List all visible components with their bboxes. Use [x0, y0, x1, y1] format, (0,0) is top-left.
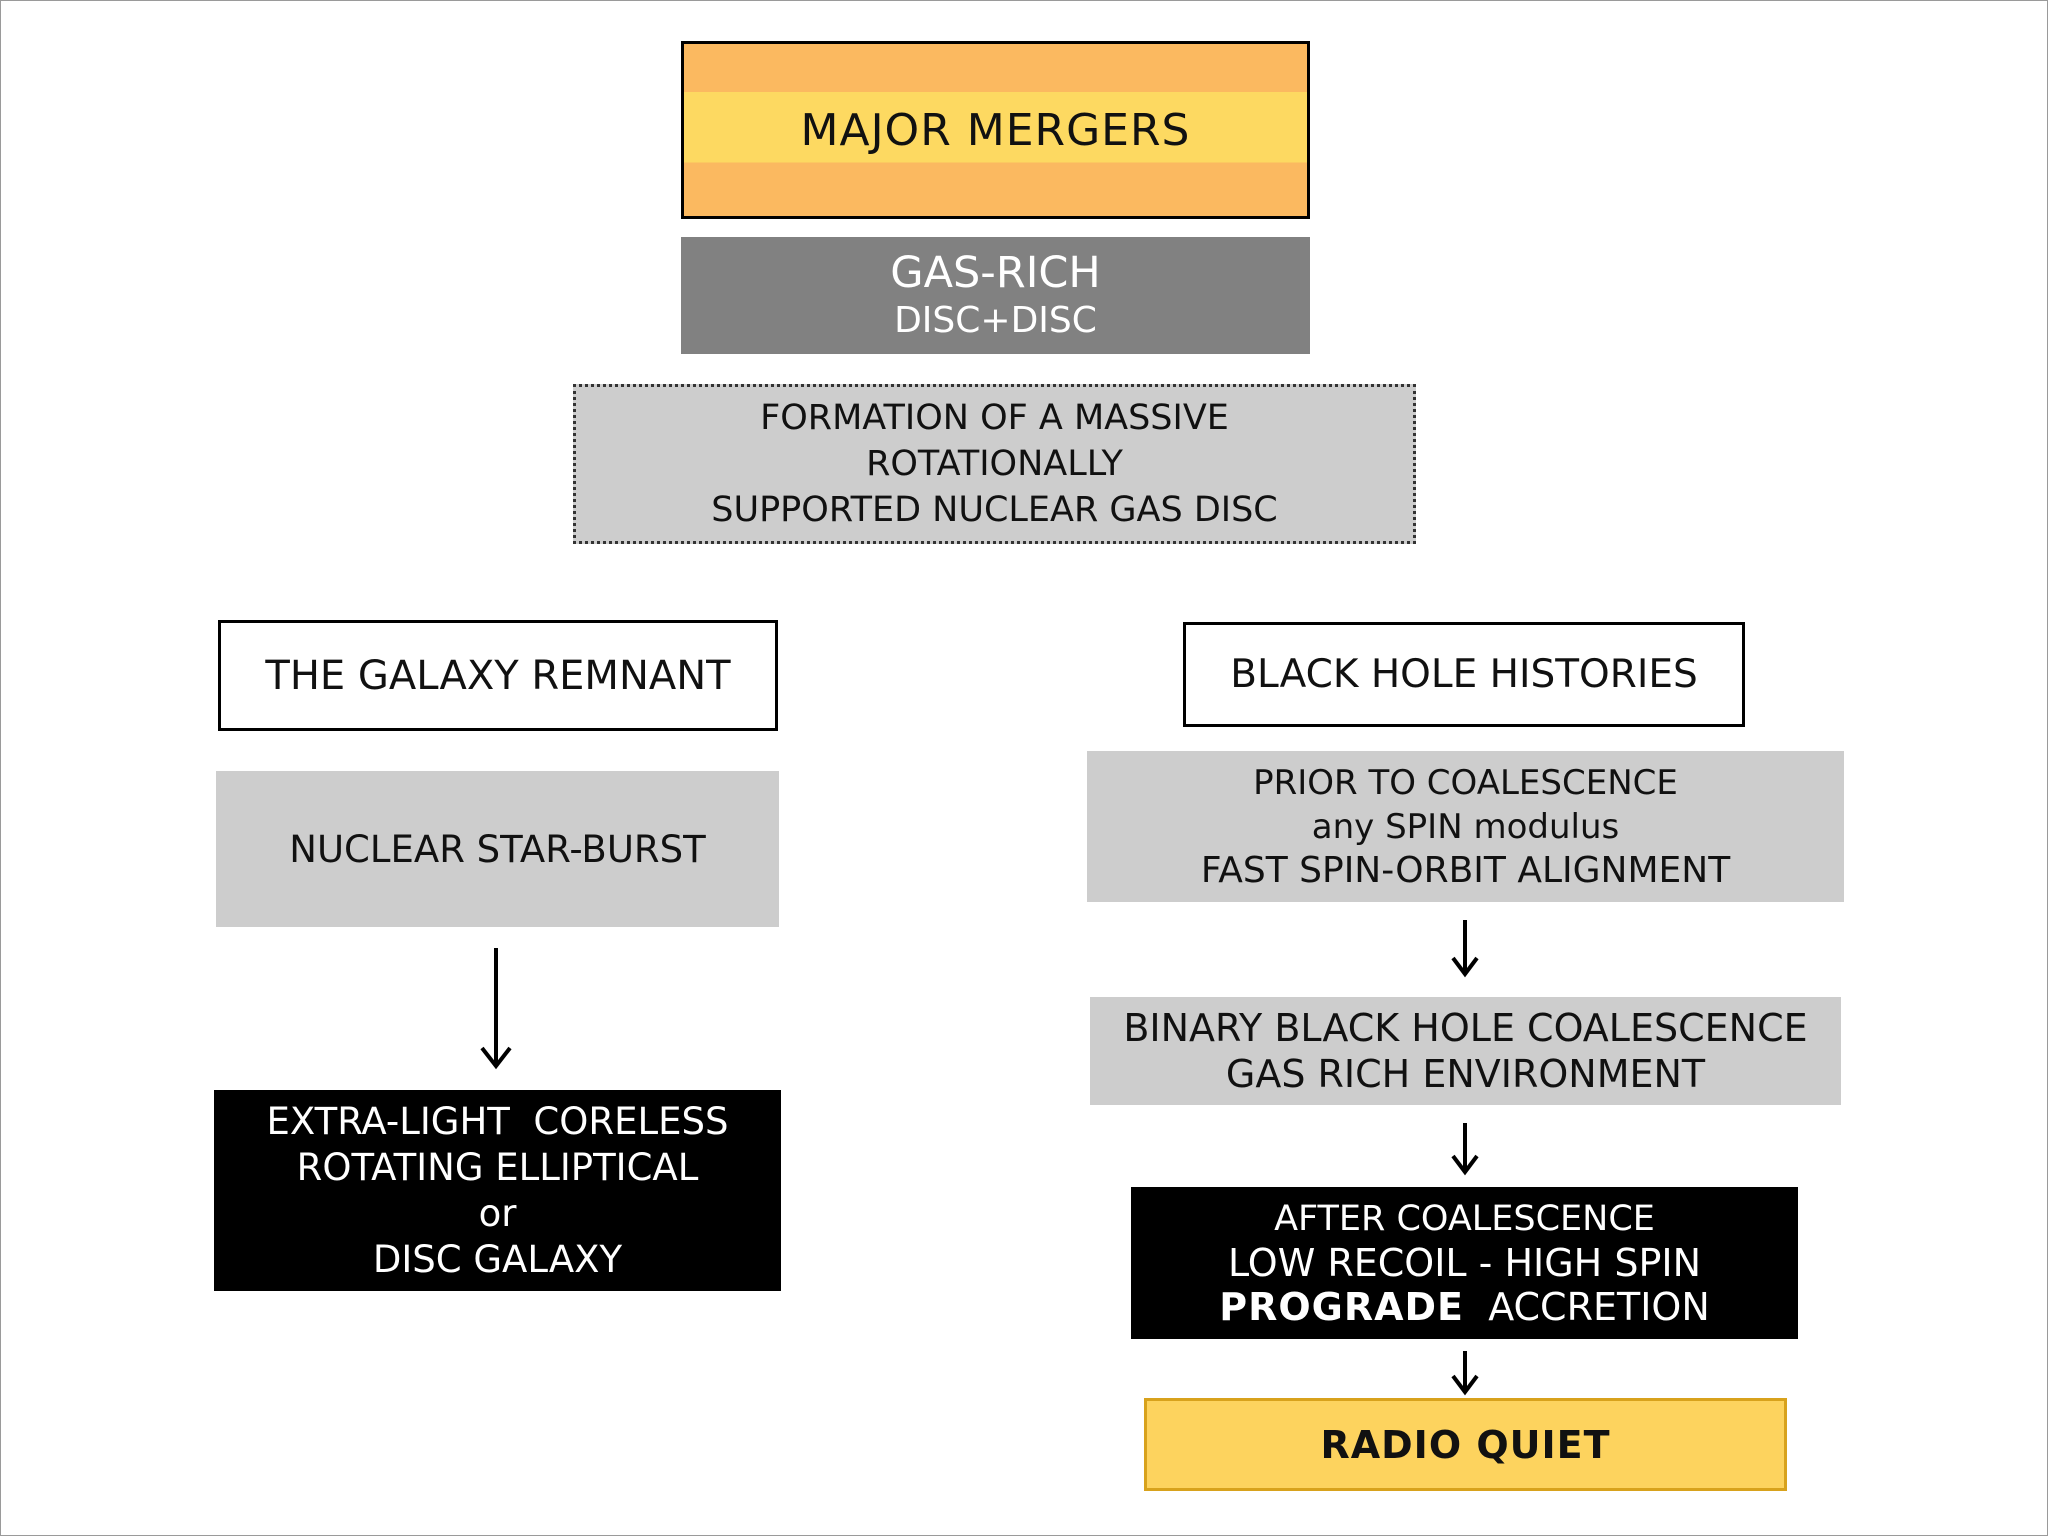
nuclear-starburst-box: NUCLEAR STAR-BURST	[216, 771, 779, 927]
after-coalescence-box: AFTER COALESCENCE LOW RECOIL - HIGH SPIN…	[1131, 1187, 1798, 1339]
prior-line-2: any SPIN modulus	[1311, 806, 1620, 847]
major-mergers-box: MAJOR MERGERS	[681, 41, 1310, 219]
formation-line-2: ROTATIONALLY	[866, 444, 1123, 484]
after-line-2: LOW RECOIL - HIGH SPIN	[1227, 1241, 1702, 1285]
accretion-label: ACCRETION	[1488, 1285, 1710, 1329]
black-hole-histories-label: BLACK HOLE HISTORIES	[1230, 652, 1698, 697]
major-mergers-label: MAJOR MERGERS	[800, 104, 1191, 156]
after-line-3: PROGRADE ACCRETION	[1219, 1285, 1710, 1329]
galaxy-result-line-2: ROTATING ELLIPTICAL	[296, 1145, 699, 1189]
formation-line-3: SUPPORTED NUCLEAR GAS DISC	[711, 490, 1278, 530]
binary-coalescence-box: BINARY BLACK HOLE COALESCENCE GAS RICH E…	[1090, 997, 1841, 1105]
formation-line-1: FORMATION OF A MASSIVE	[760, 398, 1229, 438]
galaxy-result-line-1: EXTRA-LIGHT CORELESS	[266, 1099, 729, 1143]
black-hole-histories-header: BLACK HOLE HISTORIES	[1183, 622, 1745, 727]
prior-line-3: FAST SPIN-ORBIT ALIGNMENT	[1200, 849, 1731, 891]
prior-to-coalescence-box: PRIOR TO COALESCENCE any SPIN modulus FA…	[1087, 751, 1844, 902]
radio-quiet-box: RADIO QUIET	[1144, 1398, 1787, 1491]
gas-rich-subtitle: DISC+DISC	[894, 299, 1097, 341]
binary-line-2: GAS RICH ENVIRONMENT	[1225, 1052, 1706, 1096]
galaxy-remnant-label: THE GALAXY REMNANT	[265, 652, 731, 699]
prior-line-1: PRIOR TO COALESCENCE	[1253, 762, 1678, 803]
gas-rich-box: GAS-RICH DISC+DISC	[681, 237, 1310, 354]
prograde-label: PROGRADE	[1219, 1285, 1465, 1329]
nuclear-disc-formation-box: FORMATION OF A MASSIVE ROTATIONALLY SUPP…	[573, 384, 1416, 544]
galaxy-remnant-header: THE GALAXY REMNANT	[218, 620, 778, 731]
binary-line-1: BINARY BLACK HOLE COALESCENCE	[1123, 1006, 1808, 1050]
galaxy-result-line-4: DISC GALAXY	[372, 1237, 623, 1281]
radio-quiet-label: RADIO QUIET	[1320, 1422, 1611, 1467]
galaxy-result-box: EXTRA-LIGHT CORELESS ROTATING ELLIPTICAL…	[214, 1090, 781, 1291]
gas-rich-title: GAS-RICH	[890, 247, 1101, 298]
galaxy-result-line-3: or	[478, 1191, 517, 1235]
after-line-1: AFTER COALESCENCE	[1274, 1199, 1655, 1239]
nuclear-starburst-label: NUCLEAR STAR-BURST	[289, 827, 706, 871]
